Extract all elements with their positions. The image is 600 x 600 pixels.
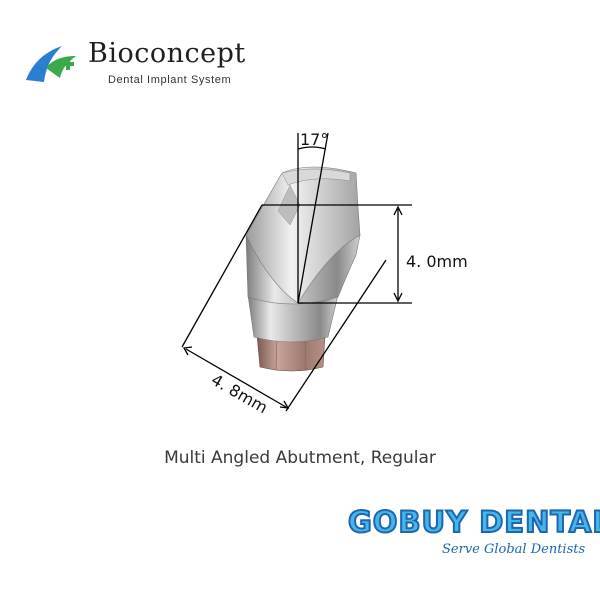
bioconcept-mark-icon: [26, 46, 76, 82]
badge-title: GOBUY DENTAL: [347, 504, 600, 540]
abutment-illustration: 17° 4. 0mm 4. 8mm: [181, 130, 468, 417]
hex-connection: [256, 334, 326, 372]
abutment-angled-top: [245, 166, 361, 304]
height-label: 4. 0mm: [406, 252, 468, 271]
badge-tagline: Serve Global Dentists: [442, 542, 586, 557]
abutment-collar: [247, 294, 339, 343]
brand-name: Bioconcept: [88, 38, 246, 69]
gobuy-dental-badge: GOBUY DENTAL Serve Global Dentists: [347, 504, 600, 567]
diameter-label: 4. 8mm: [208, 370, 271, 417]
angle-label: 17°: [300, 130, 328, 149]
brand-subtitle: Dental Implant System: [108, 74, 232, 86]
product-caption: Multi Angled Abutment, Regular: [164, 448, 436, 468]
dimension-lines: [181, 132, 412, 412]
brand-logo: Bioconcept Dental Implant System: [22, 38, 282, 90]
